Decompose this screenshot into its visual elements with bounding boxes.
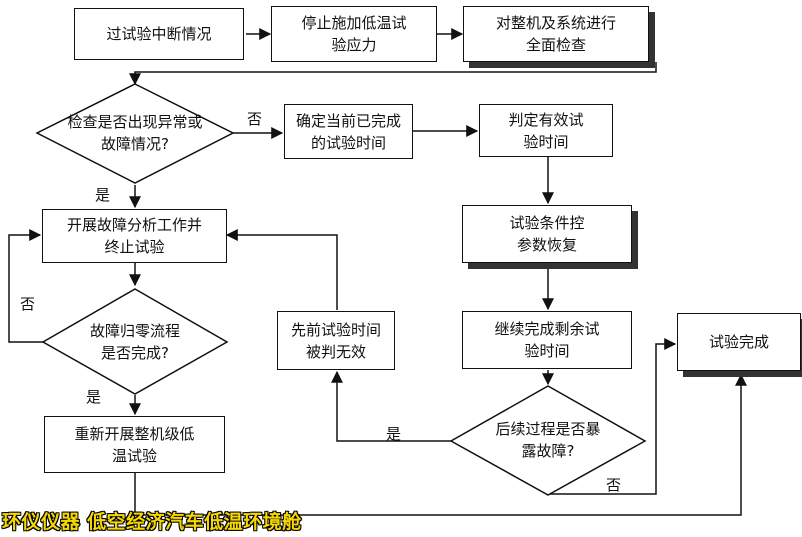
box-valid-time: 判定有效试验时间 [479, 104, 613, 157]
box-prior-invalid: 先前试验时间被判无效 [277, 311, 395, 370]
diamond-later-fault-label: 后续过程是否暴露故障? [488, 418, 608, 462]
diamond-zeroing-label: 故障归零流程是否完成? [70, 320, 200, 364]
decision-diamond-anomaly [35, 83, 235, 184]
box-stop-stress: 停止施加低温试验应力 [271, 6, 437, 62]
box-interrupt-text: 过试验中断情况 [106, 25, 212, 43]
box-interrupt: 过试验中断情况 [74, 8, 244, 60]
edge-label-no-later-fault: 否 [606, 476, 622, 494]
edge-label-no-anomaly: 否 [247, 110, 263, 128]
box-check-all-text: 对整机及系统进行全面检查 [495, 14, 616, 54]
box-continue-rest: 继续完成剩余试验时间 [462, 311, 632, 369]
decision-diamond-later-fault [449, 385, 647, 496]
box-test-done: 试验完成 [677, 313, 801, 371]
box-test-done-text: 试验完成 [708, 333, 769, 351]
box-prior-invalid-text: 先前试验时间被判无效 [290, 320, 381, 361]
box-stop-stress-text: 停止施加低温试验应力 [301, 14, 407, 54]
edge-label-no-zeroing: 否 [20, 295, 36, 313]
box-restore-params-text: 试验条件控参数恢复 [509, 214, 585, 254]
box-valid-time-text: 判定有效试验时间 [508, 110, 584, 151]
box-restore-params: 试验条件控参数恢复 [462, 205, 632, 263]
box-confirm-time-text: 确定当前已完成的试验时间 [295, 111, 401, 152]
edge-label-yes-zeroing: 是 [86, 388, 102, 406]
box-retest-text: 重新开展整机级低温试验 [74, 424, 195, 465]
diamond-zeroing-text: 故障归零流程是否完成? [89, 322, 180, 362]
box-check-all: 对整机及系统进行全面检查 [463, 6, 649, 62]
edge-label-yes-anomaly: 是 [95, 186, 111, 204]
box-continue-rest-text: 继续完成剩余试验时间 [494, 320, 600, 360]
decision-diamond-zeroing [41, 288, 229, 395]
box-fault-analysis: 开展故障分析工作并终止试验 [42, 209, 227, 263]
diamond-later-fault-text: 后续过程是否暴露故障? [495, 420, 601, 460]
edge-label-yes-later-fault: 是 [386, 425, 402, 443]
box-retest: 重新开展整机级低温试验 [44, 416, 225, 473]
brand-watermark: 环仪仪器 低空经济汽车低温环境舱 [1, 510, 302, 534]
box-fault-analysis-text: 开展故障分析工作并终止试验 [66, 216, 202, 256]
box-confirm-time: 确定当前已完成的试验时间 [284, 104, 413, 159]
diamond-anomaly-label: 检查是否出现异常或故障情况? [67, 113, 203, 153]
